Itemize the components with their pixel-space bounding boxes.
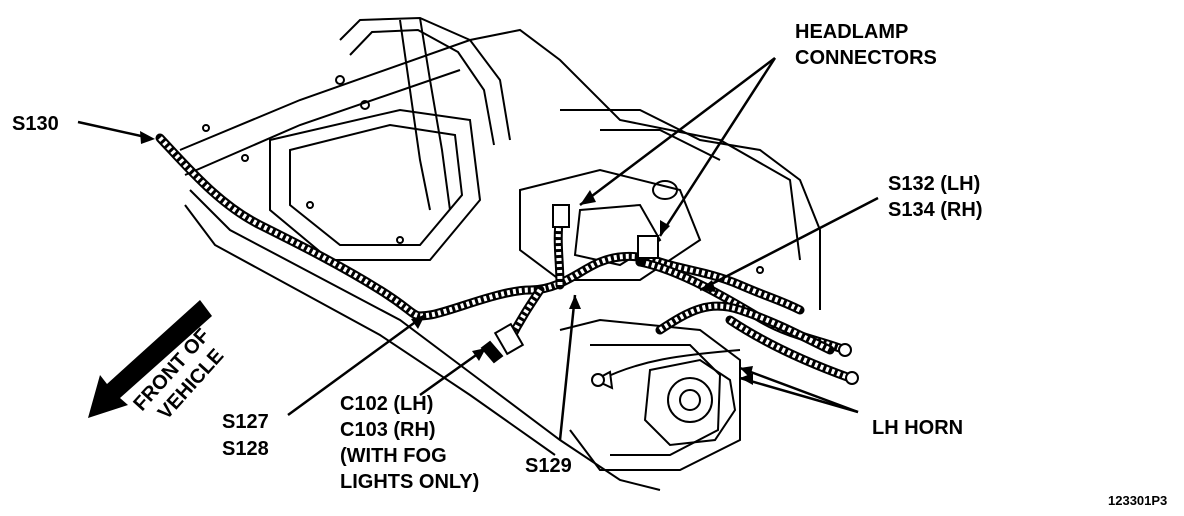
figure-id: 123301P3: [1108, 493, 1167, 508]
arrowheads: [140, 131, 753, 385]
front-of-vehicle-arrow: [88, 300, 212, 418]
label-s132: S132 (LH): [888, 173, 980, 195]
label-s128: S128: [222, 438, 269, 460]
label-s129: S129: [525, 455, 572, 477]
label-lh-horn: LH HORN: [872, 417, 963, 439]
vehicle-structure: [179, 16, 821, 491]
leader-lines: [77, 57, 879, 441]
connectors: [480, 204, 859, 390]
label-c102: C102 (LH): [340, 393, 433, 415]
label-headlamp-line2: CONNECTORS: [795, 47, 937, 69]
label-fog-line2: LIGHTS ONLY): [340, 471, 479, 493]
label-s134: S134 (RH): [888, 199, 982, 221]
label-c103: C103 (RH): [340, 419, 436, 441]
label-s130: S130: [12, 113, 59, 135]
label-s127: S127: [222, 411, 269, 433]
label-headlamp-line1: HEADLAMP: [795, 21, 908, 43]
label-fog-line1: (WITH FOG: [340, 445, 447, 467]
